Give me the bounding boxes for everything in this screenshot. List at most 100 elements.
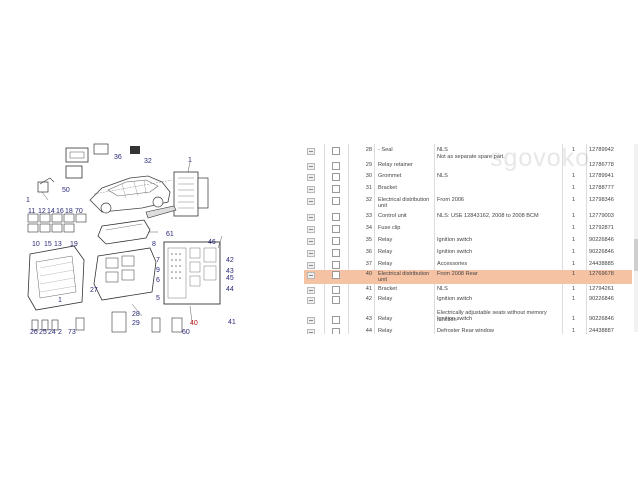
row-checkbox[interactable]	[332, 261, 340, 269]
position-cell: 44	[365, 328, 372, 334]
callout-6: 6	[156, 277, 160, 284]
quantity-cell: 1	[572, 316, 576, 322]
name-cell: Relay	[378, 237, 393, 243]
name-cell: - Seal	[378, 147, 393, 153]
remark-cell: NLS: USE 12843162, 2008 to 2008 BCM	[437, 213, 539, 219]
expand-icon[interactable]	[307, 198, 315, 205]
remark-cell: Ignition switch	[437, 249, 473, 255]
expand-icon[interactable]	[307, 329, 315, 334]
callout-18: 18	[65, 208, 73, 215]
quantity-cell: 1	[572, 237, 576, 243]
part-number-cell: 90226846	[589, 249, 614, 255]
remark-cell: Accessories	[437, 261, 468, 267]
remark-cell: Ignition switch	[437, 316, 473, 322]
position-cell: 37	[365, 261, 372, 267]
row-checkbox[interactable]	[332, 162, 340, 170]
name-cell: Relay	[378, 316, 393, 322]
name-cell: Relay	[378, 249, 393, 255]
row-checkbox[interactable]	[332, 197, 340, 205]
callout-50: 50	[62, 187, 70, 194]
row-checkbox[interactable]	[332, 271, 340, 279]
expand-icon[interactable]	[307, 272, 315, 279]
position-cell: 28	[365, 147, 372, 153]
scrollbar[interactable]	[634, 144, 638, 332]
expand-icon[interactable]	[307, 262, 315, 269]
position-cell: 29	[365, 162, 372, 168]
expand-icon[interactable]	[307, 186, 315, 193]
row-checkbox[interactable]	[332, 213, 340, 221]
row-checkbox[interactable]	[332, 185, 340, 193]
part-number-cell: 90226846	[589, 296, 614, 302]
part-number-cell: 12786778	[589, 162, 614, 168]
quantity-cell: 1	[572, 328, 576, 334]
name-cell: Electrical distribution unit	[378, 271, 430, 283]
quantity-cell: 1	[572, 173, 576, 179]
callout-10: 10	[32, 241, 40, 248]
row-checkbox[interactable]	[332, 147, 340, 155]
name-cell: Fuse clip	[378, 225, 401, 231]
callout-40: 40	[190, 320, 198, 327]
position-cell: 31	[365, 185, 372, 191]
scrollbar-thumb[interactable]	[634, 239, 638, 271]
part-number-cell: 24438885	[589, 261, 614, 267]
expand-icon[interactable]	[307, 226, 315, 233]
part-number-cell: 24438887	[589, 328, 614, 334]
quantity-cell: 1	[572, 213, 576, 219]
remark-cell: From 2008 Rear	[437, 271, 478, 277]
row-checkbox[interactable]	[332, 328, 340, 334]
expand-icon[interactable]	[307, 287, 315, 294]
part-number-cell: 12769678	[589, 271, 614, 277]
callout-1-top: 1	[188, 157, 192, 164]
row-checkbox[interactable]	[332, 286, 340, 294]
expand-icon[interactable]	[307, 214, 315, 221]
expand-icon[interactable]	[307, 148, 315, 155]
callout-46: 46	[208, 239, 216, 246]
callout-29: 29	[132, 320, 140, 327]
quantity-cell: 1	[572, 271, 576, 277]
quantity-cell: 1	[572, 249, 576, 255]
expand-icon[interactable]	[307, 297, 315, 304]
callout-1-bottom: 1	[58, 297, 62, 304]
row-checkbox[interactable]	[332, 237, 340, 245]
callout-61: 61	[166, 231, 174, 238]
column-divider	[374, 144, 375, 334]
callout-19: 19	[70, 241, 78, 248]
expand-icon[interactable]	[307, 317, 315, 324]
name-cell: Relay	[378, 296, 393, 302]
expand-icon[interactable]	[307, 238, 315, 245]
row-checkbox[interactable]	[332, 249, 340, 257]
remark-cell: Defroster Rear window	[437, 328, 494, 334]
diagram-drawing: 1 36 32 50 1 11 12 14 16 18 70 10 15 13 …	[26, 143, 236, 334]
quantity-cell: 1	[572, 197, 576, 203]
row-checkbox[interactable]	[332, 296, 340, 304]
row-checkbox[interactable]	[332, 173, 340, 181]
expand-icon[interactable]	[307, 174, 315, 181]
expand-icon[interactable]	[307, 250, 315, 257]
expand-icon[interactable]	[307, 163, 315, 170]
callout-2: 2	[58, 329, 62, 334]
part-number-cell: 12789942	[589, 147, 614, 153]
remark-cell: Ignition switch Electrically adjustable …	[437, 296, 547, 323]
callout-32: 32	[144, 158, 152, 165]
part-number-cell: 12798346	[589, 197, 614, 203]
row-checkbox[interactable]	[332, 225, 340, 233]
name-cell: Grommet	[378, 173, 402, 179]
row-checkbox[interactable]	[332, 316, 340, 324]
quantity-cell: 1	[572, 286, 576, 292]
